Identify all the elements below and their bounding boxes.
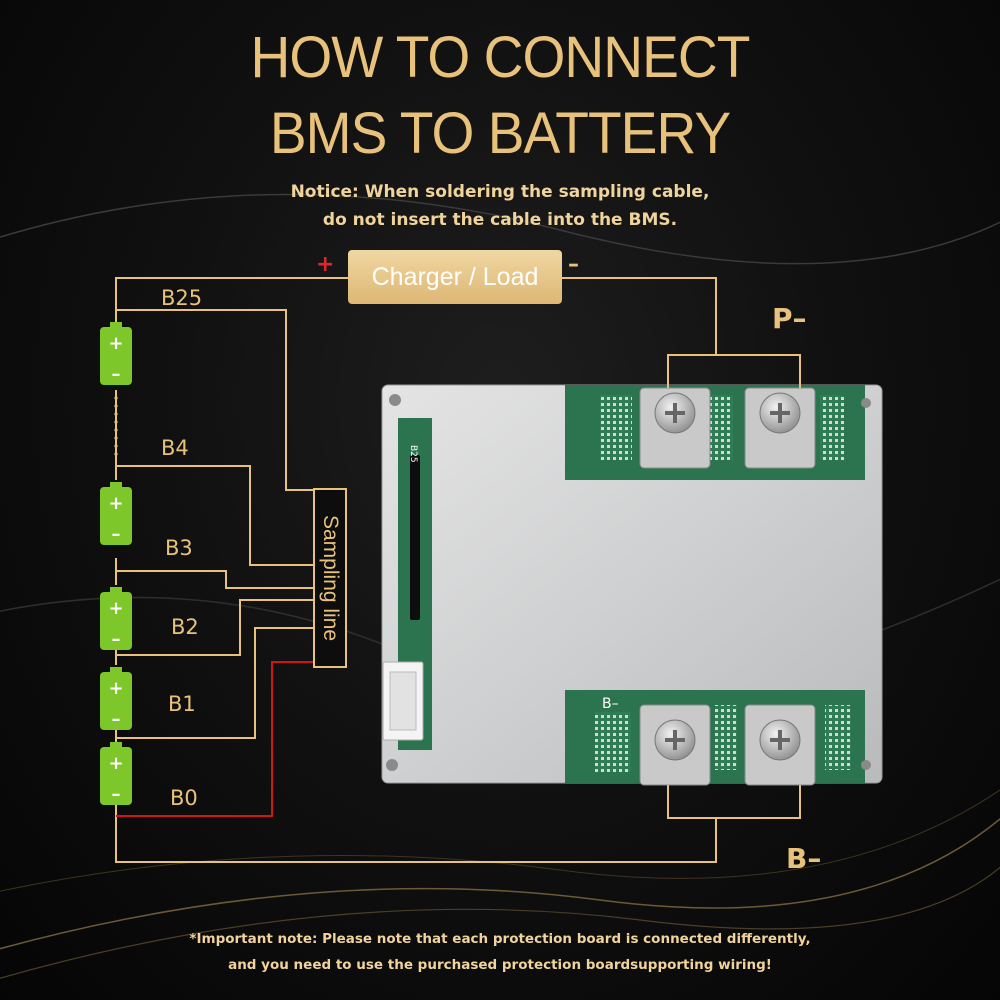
wire-label-b0: B0 bbox=[170, 786, 198, 810]
sampling-line-label: Sampling line bbox=[319, 514, 342, 642]
footer-note-line-1: *Important note: Please note that each p… bbox=[189, 931, 811, 947]
title-line-2: BMS TO BATTERY bbox=[269, 101, 731, 166]
cell-minus: – bbox=[112, 364, 121, 385]
sampling-line-box: Sampling line bbox=[313, 488, 347, 668]
cell-plus: + bbox=[108, 753, 123, 774]
charger-load-box: Charger / Load bbox=[348, 250, 562, 304]
title-line-1: HOW TO CONNECT bbox=[250, 25, 751, 90]
wire-label-b3: B3 bbox=[165, 536, 193, 560]
p-minus-label: P– bbox=[772, 302, 807, 335]
wire-label-b2: B2 bbox=[171, 615, 199, 639]
board-mark-b-minus: B– bbox=[602, 696, 619, 712]
cell-plus: + bbox=[108, 333, 123, 354]
footer-note-line-2: and you need to use the purchased protec… bbox=[228, 957, 772, 973]
battery-cell bbox=[100, 482, 132, 545]
cell-minus: – bbox=[112, 629, 121, 650]
battery-cells bbox=[100, 322, 132, 805]
charger-plus-sign: + bbox=[316, 252, 335, 277]
b-minus-label: B– bbox=[786, 842, 822, 875]
cell-plus: + bbox=[108, 678, 123, 699]
cell-minus: – bbox=[112, 784, 121, 805]
battery-cell bbox=[100, 742, 132, 805]
wire-label-b4: B4 bbox=[161, 436, 189, 460]
wire-label-b25: B25 bbox=[161, 286, 203, 310]
battery-cell bbox=[100, 587, 132, 650]
battery-cell bbox=[100, 322, 132, 385]
cell-plus: + bbox=[108, 493, 123, 514]
charger-minus-sign: – bbox=[568, 252, 579, 277]
battery-cell bbox=[100, 667, 132, 730]
notice-line-2: do not insert the cable into the BMS. bbox=[322, 210, 678, 230]
cell-minus: – bbox=[112, 709, 121, 730]
notice-line-1: Notice: When soldering the sampling cabl… bbox=[290, 182, 710, 202]
wire-label-b1: B1 bbox=[168, 692, 196, 716]
cell-plus: + bbox=[108, 598, 123, 619]
board-mark-b25: B25 bbox=[408, 445, 418, 463]
cell-minus: – bbox=[112, 524, 121, 545]
